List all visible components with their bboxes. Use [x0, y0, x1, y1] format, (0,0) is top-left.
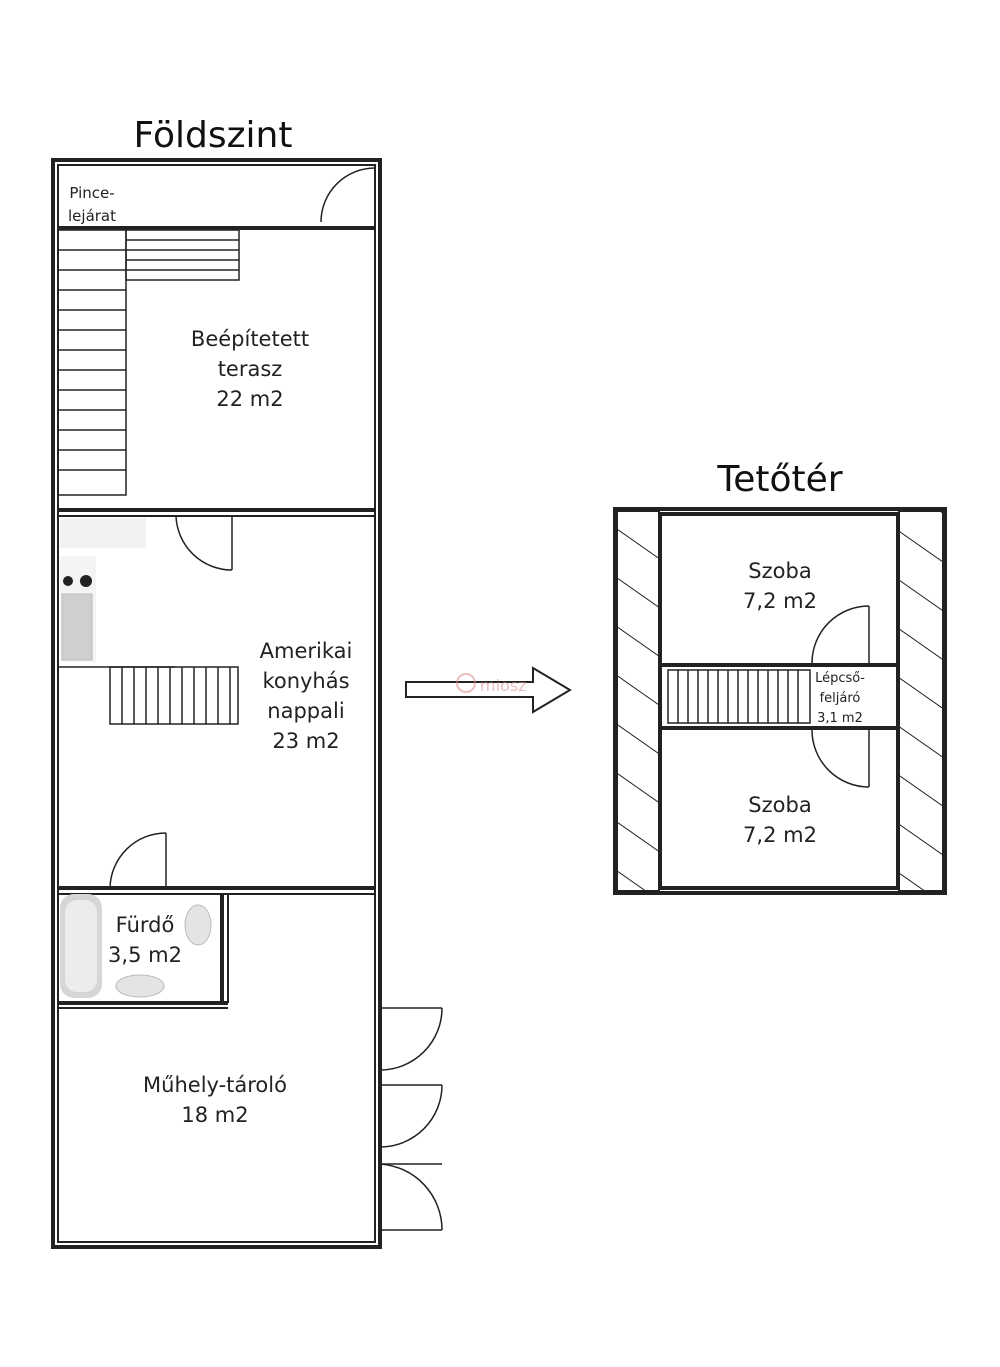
svg-text:Szoba: Szoba — [748, 559, 811, 583]
svg-text:Műhely-tároló: Műhely-tároló — [143, 1073, 287, 1097]
ground-floor-doors — [109, 167, 443, 1231]
arrow-icon — [405, 666, 572, 714]
svg-text:Lépcső-: Lépcső- — [815, 671, 865, 686]
room-label-lepcso: Lépcső- feljáró 3,1 m2 — [815, 671, 865, 726]
ground-floor-stairs — [57, 229, 240, 725]
svg-text:3,5 m2: 3,5 m2 — [108, 943, 182, 967]
room-label-pince: Pince- lejárat — [68, 184, 116, 225]
svg-text:22 m2: 22 m2 — [216, 387, 283, 411]
room-label-szoba-bottom: Szoba 7,2 m2 — [743, 793, 817, 847]
svg-text:feljáró: feljáró — [820, 691, 861, 706]
svg-text:miosz: miosz — [480, 676, 527, 695]
kitchen-fixtures — [60, 518, 146, 662]
svg-text:lejárat: lejárat — [68, 207, 116, 225]
attic-title: Tetőtér — [716, 459, 842, 500]
room-label-muhely: Műhely-tároló 18 m2 — [143, 1073, 287, 1127]
room-label-nappali: Amerikai konyhás nappali 23 m2 — [260, 639, 353, 753]
svg-text:Szoba: Szoba — [748, 793, 811, 817]
washbasin-icon — [115, 974, 165, 998]
sink-icon — [61, 593, 93, 661]
svg-text:nappali: nappali — [267, 699, 344, 723]
stove-burner-icon — [63, 576, 73, 586]
stove-burner-icon — [80, 575, 92, 587]
room-label-szoba-top: Szoba 7,2 m2 — [743, 559, 817, 613]
room-label-terasz: Beépítetett terasz 22 m2 — [191, 327, 309, 411]
svg-text:18 m2: 18 m2 — [181, 1103, 248, 1127]
svg-text:Amerikai: Amerikai — [260, 639, 353, 663]
svg-text:7,2 m2: 7,2 m2 — [743, 589, 817, 613]
room-label-furdo: Fürdő 3,5 m2 — [108, 913, 182, 967]
ground-floor-title: Földszint — [134, 115, 293, 156]
bathroom-fixtures — [60, 894, 212, 998]
attic-doors — [811, 605, 870, 788]
watermark-logo-icon — [456, 673, 476, 693]
svg-text:Pince-: Pince- — [69, 184, 114, 202]
toilet-icon — [184, 904, 212, 946]
svg-text:23 m2: 23 m2 — [272, 729, 339, 753]
attic-walls — [613, 507, 947, 895]
attic-stairs — [667, 669, 811, 724]
svg-text:Beépítetett: Beépítetett — [191, 327, 309, 351]
watermark: miosz — [456, 673, 527, 695]
svg-text:3,1 m2: 3,1 m2 — [817, 711, 863, 726]
svg-text:terasz: terasz — [218, 357, 283, 381]
svg-text:konyhás: konyhás — [262, 669, 349, 693]
svg-text:7,2 m2: 7,2 m2 — [743, 823, 817, 847]
svg-text:Fürdő: Fürdő — [116, 913, 175, 937]
ground-floor-walls — [51, 158, 382, 1249]
